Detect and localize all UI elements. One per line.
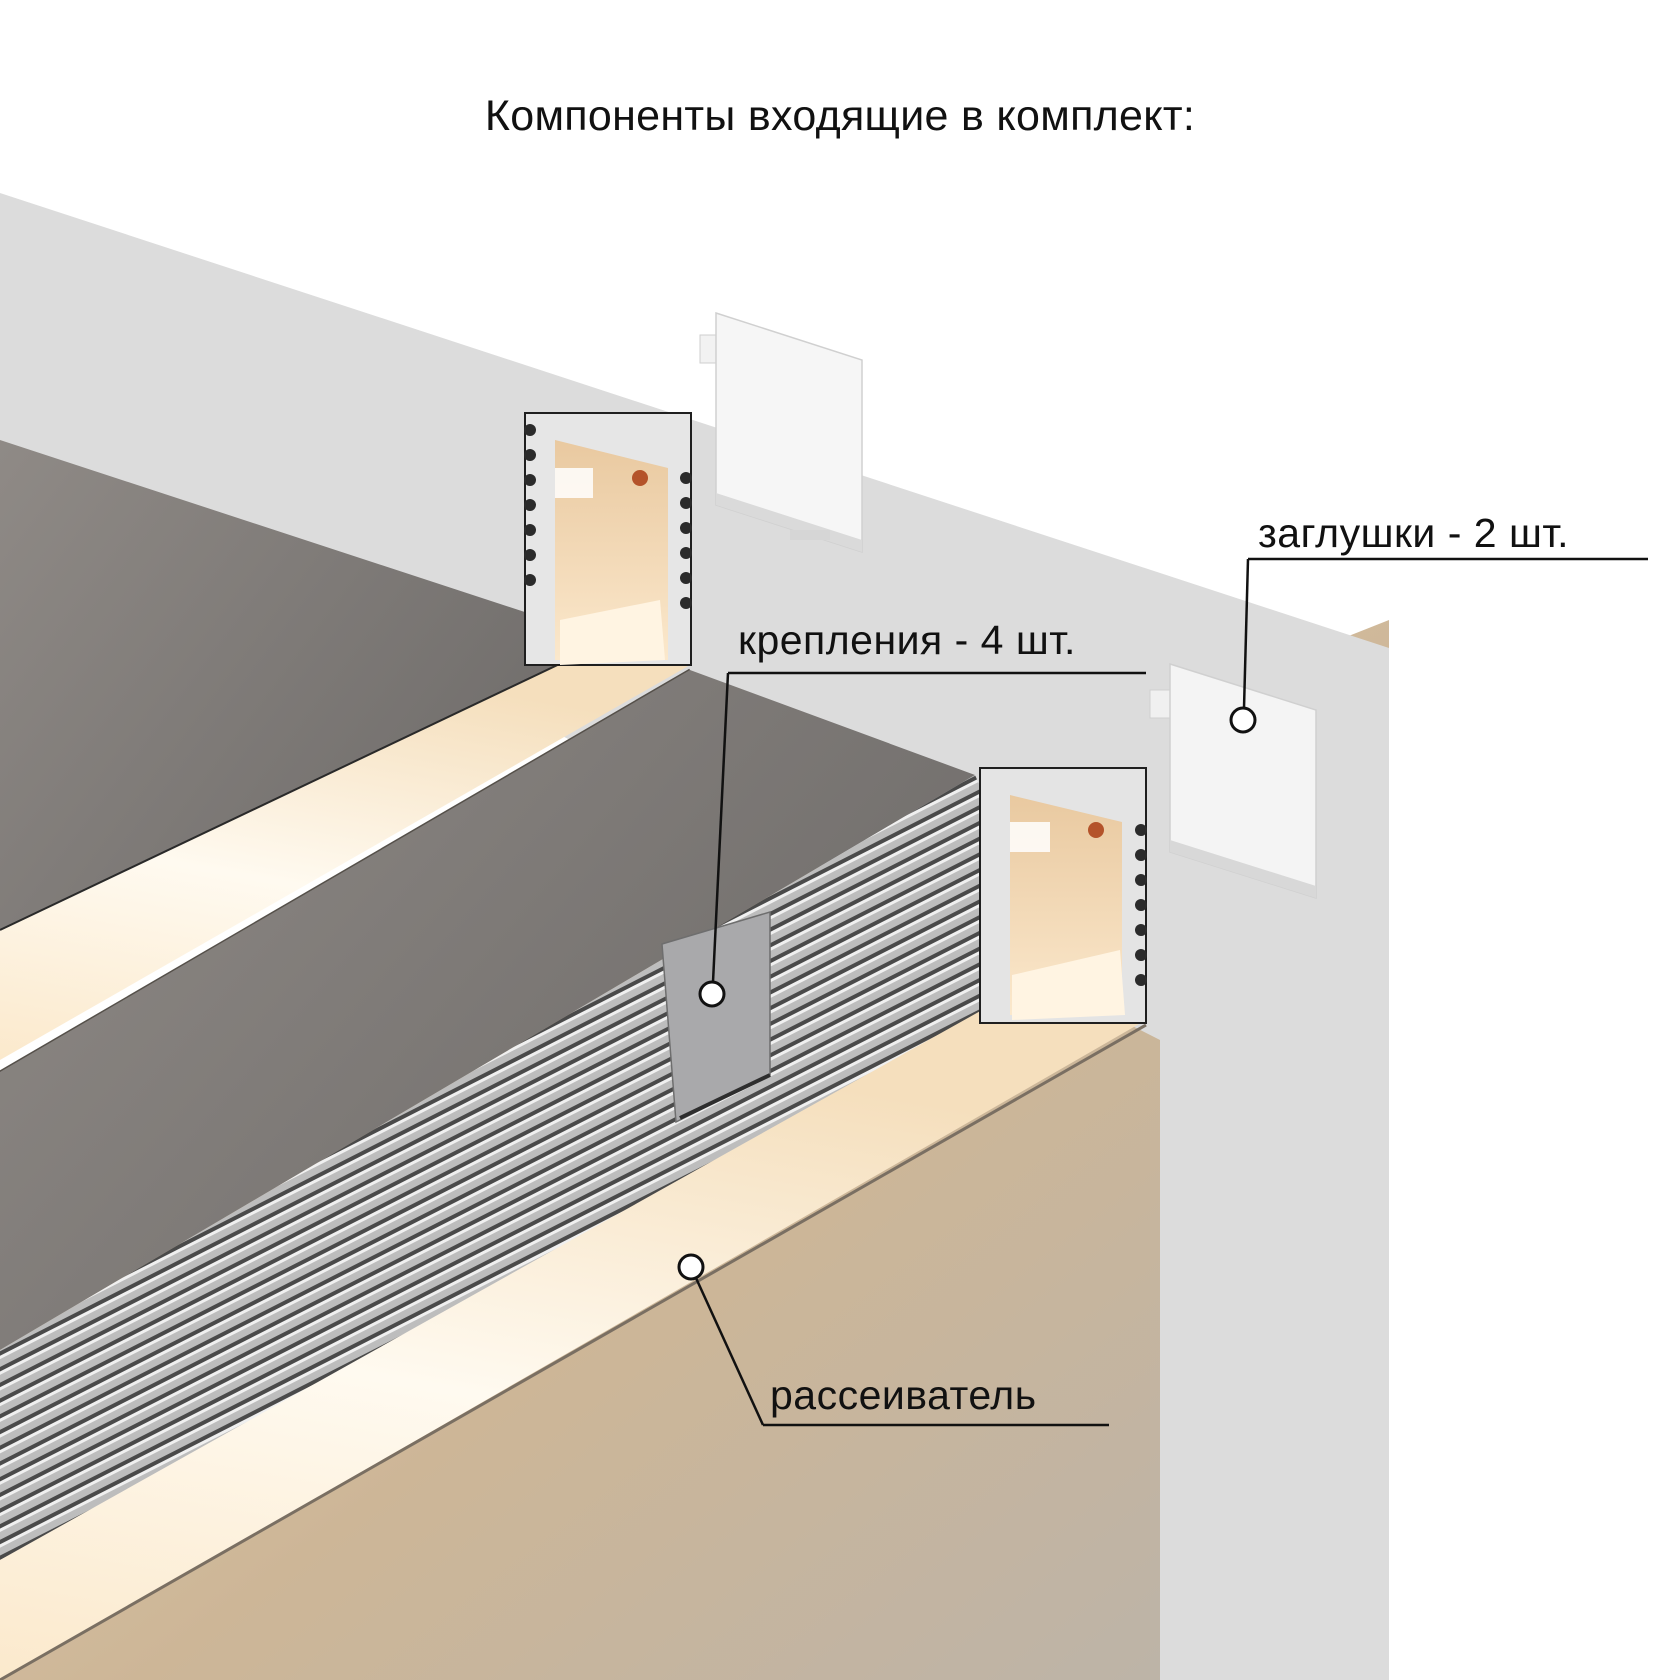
callout-dot-icon [698,980,726,1008]
end-cap-lower [1149,662,1317,900]
lower-profile-section [979,767,1147,1024]
label-mounting-clips: крепления - 4 шт. [738,617,1076,663]
callout-dot-icon [1229,706,1257,734]
callout-diffuser [677,1253,1109,1427]
upper-profile-section [524,412,692,666]
upper-diffuser [0,640,690,1060]
label-diffuser: рассеиватель [770,1372,1037,1418]
page-title: Компоненты входящие в комплект: [484,92,1196,140]
end-cap-upper [699,311,863,554]
callout-dot-icon [677,1253,705,1281]
ceiling-middle [0,670,975,1350]
callout-end-caps [1229,557,1648,734]
callout-mounting-clips [698,671,1146,1008]
lower-diffuser [0,1000,1146,1680]
label-end-caps: заглушки - 2 шт. [1258,510,1569,556]
ceiling-upper [0,440,610,930]
